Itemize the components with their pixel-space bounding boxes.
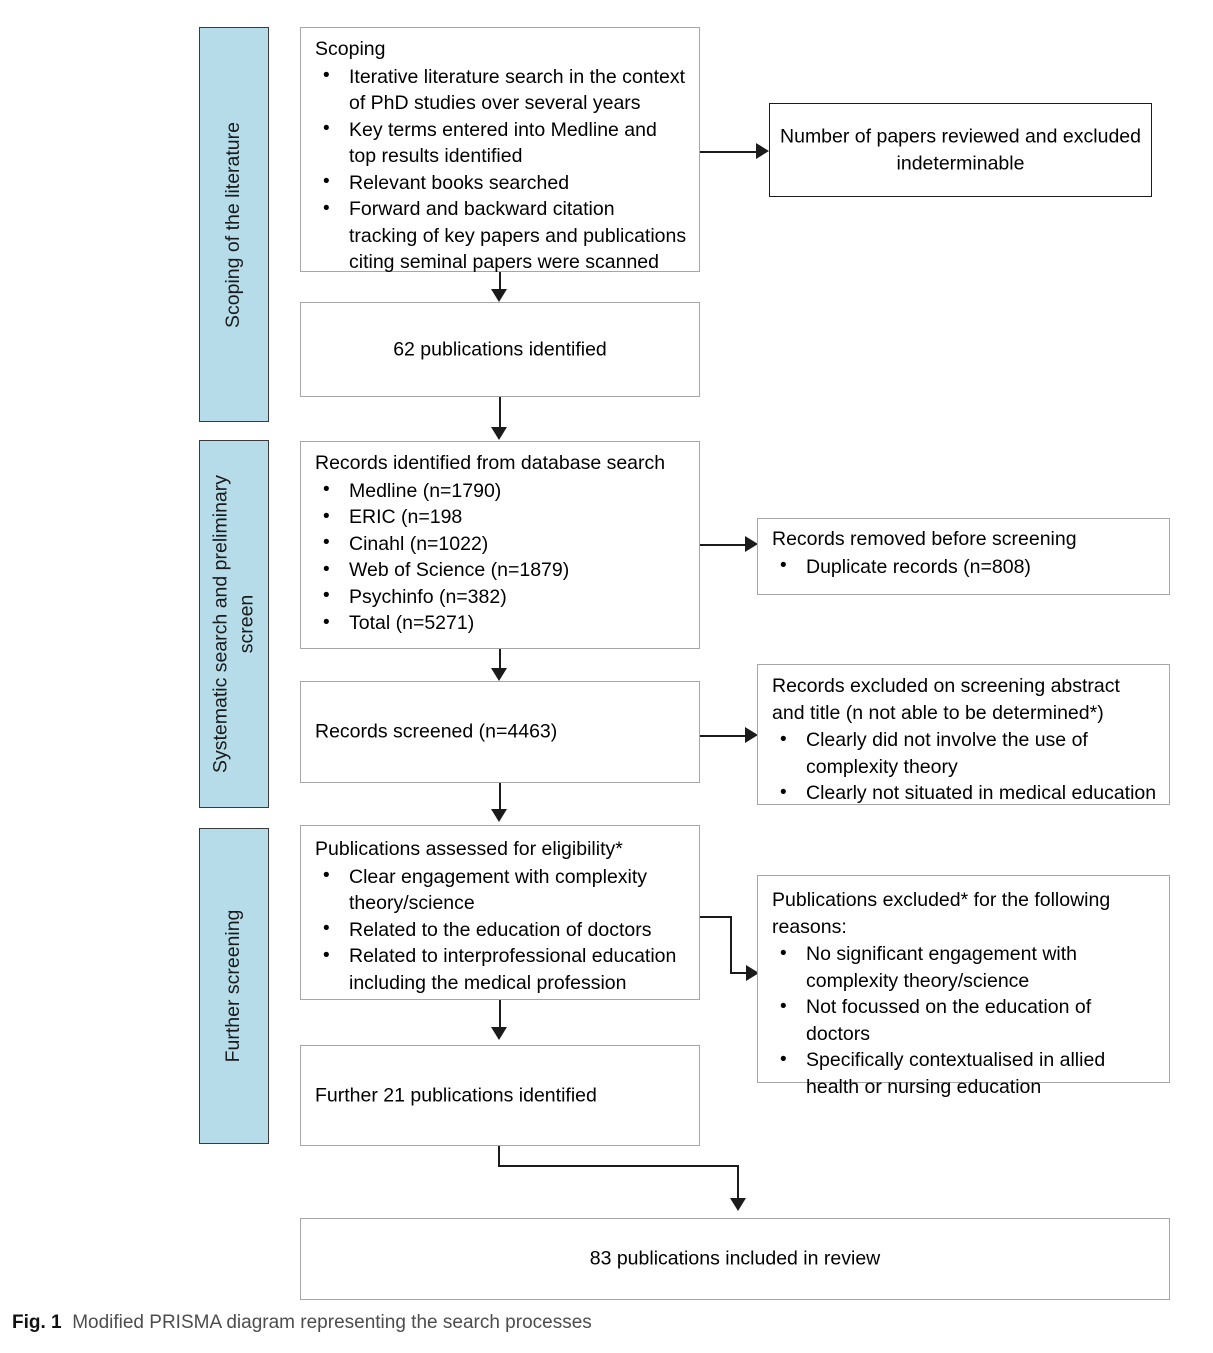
box-database-search: Records identified from database search … bbox=[300, 441, 700, 649]
list-item: Not focussed on the education of doctors bbox=[780, 994, 1157, 1047]
arrow-scoping-to-62 bbox=[491, 289, 507, 302]
list-item: Cinahl (n=1022) bbox=[323, 530, 687, 558]
box-records-removed-title: Records removed before screening bbox=[772, 528, 1077, 550]
list-item: Specifically contextualised in allied he… bbox=[780, 1047, 1157, 1100]
arrow-screened-to-excluded bbox=[745, 727, 758, 743]
figure-caption-label: Fig. 1 bbox=[12, 1312, 62, 1333]
box-publications-excluded-title: Publications excluded* for the following… bbox=[772, 889, 1111, 938]
box-62-publications-identified: 62 publications identified bbox=[300, 302, 700, 397]
box-publications-excluded-bullets: No significant engagement with complexit… bbox=[772, 941, 1157, 1100]
stage-bar-scoping: Scoping of the literature bbox=[199, 27, 269, 422]
box-scoping-title: Scoping bbox=[315, 38, 386, 60]
list-item: Related to interprofessional education i… bbox=[323, 943, 687, 996]
list-item: Clearly not situated in medical educatio… bbox=[780, 780, 1157, 807]
connector-database-to-removed bbox=[700, 544, 747, 546]
box-62-publications-text: 62 publications identified bbox=[393, 338, 607, 361]
figure-caption-text: Modified PRISMA diagram representing the… bbox=[72, 1312, 592, 1333]
connector-screened-to-eligibility bbox=[499, 783, 501, 816]
box-records-excluded-screening-bullets: Clearly did not involve the use of compl… bbox=[772, 727, 1157, 807]
stage-label-scoping: Scoping of the literature bbox=[222, 121, 245, 328]
stage-bar-further-screening: Further screening bbox=[199, 828, 269, 1144]
box-included-in-review: 83 publications included in review bbox=[300, 1218, 1170, 1300]
box-records-screened: Records screened (n=4463) bbox=[300, 681, 700, 783]
arrow-screened-to-eligibility bbox=[491, 809, 507, 822]
list-item: ERIC (n=198 bbox=[323, 504, 687, 531]
connector-database-to-screened bbox=[499, 649, 501, 676]
list-item: Forward and backward citation tracking o… bbox=[323, 196, 687, 276]
connector-screened-to-excluded bbox=[700, 735, 747, 737]
list-item: Related to the education of doctors bbox=[323, 916, 687, 944]
box-database-search-title: Records identified from database search bbox=[315, 452, 666, 474]
list-item: Duplicate records (n=808) bbox=[780, 553, 1157, 581]
connector-eligibility-to-further bbox=[499, 1000, 501, 1033]
arrow-further-to-included bbox=[730, 1198, 746, 1211]
list-item: Key terms entered into Medline and top r… bbox=[323, 116, 687, 170]
list-item: Web of Science (n=1879) bbox=[323, 557, 687, 584]
list-item: Medline (n=1790) bbox=[323, 477, 687, 505]
box-further-publications-text: Further 21 publications identified bbox=[315, 1084, 597, 1107]
list-item: Relevant books searched bbox=[323, 169, 687, 197]
arrow-62-to-database bbox=[491, 427, 507, 440]
arrow-eligibility-to-further bbox=[491, 1027, 507, 1040]
connector-further-elbow-vert-left bbox=[498, 1146, 500, 1167]
box-scoping: Scoping Iterative literature search in t… bbox=[300, 27, 700, 273]
connector-eligibility-elbow-vert bbox=[730, 916, 732, 974]
list-item: Psychinfo (n=382) bbox=[323, 583, 687, 611]
list-item: Total (n=5271) bbox=[323, 610, 687, 637]
box-records-removed: Records removed before screening Duplica… bbox=[757, 518, 1170, 595]
box-publications-excluded: Publications excluded* for the following… bbox=[757, 875, 1170, 1098]
box-papers-excluded-text: Number of papers reviewed and excluded i… bbox=[780, 125, 1141, 174]
connector-scoping-to-excluded bbox=[700, 151, 758, 153]
box-records-screened-text: Records screened (n=4463) bbox=[315, 720, 558, 743]
connector-further-elbow-horiz bbox=[498, 1165, 739, 1167]
connector-scoping-to-62 bbox=[499, 272, 501, 298]
box-papers-excluded-indeterminable: Number of papers reviewed and excluded i… bbox=[769, 103, 1152, 197]
box-included-in-review-text: 83 publications included in review bbox=[589, 1247, 881, 1270]
stage-bar-systematic-search: Systematic search and preliminary screen bbox=[199, 440, 269, 808]
arrow-database-to-removed bbox=[745, 536, 758, 552]
box-further-publications-identified: Further 21 publications identified bbox=[300, 1045, 700, 1146]
box-eligibility: Publications assessed for eligibility* C… bbox=[300, 825, 700, 1000]
box-records-excluded-screening: Records excluded on screening abstract a… bbox=[757, 664, 1170, 805]
list-item: No significant engagement with complexit… bbox=[780, 941, 1157, 994]
connector-further-elbow-vert-right bbox=[737, 1165, 739, 1203]
box-records-removed-bullets: Duplicate records (n=808) bbox=[772, 553, 1157, 581]
box-eligibility-bullets: Clear engagement with complexity theory/… bbox=[315, 863, 687, 997]
connector-eligibility-elbow-top bbox=[700, 916, 732, 918]
list-item: Clearly did not involve the use of compl… bbox=[780, 727, 1157, 780]
arrow-database-to-screened bbox=[491, 668, 507, 681]
arrow-scoping-to-excluded bbox=[756, 143, 769, 159]
connector-eligibility-elbow-bottom bbox=[730, 972, 750, 974]
figure-caption: Fig. 1 Modified PRISMA diagram represent… bbox=[12, 1312, 592, 1334]
list-item: Clear engagement with complexity theory/… bbox=[323, 863, 687, 917]
box-records-excluded-screening-title: Records excluded on screening abstract a… bbox=[772, 675, 1120, 724]
connector-62-to-database bbox=[499, 397, 501, 433]
stage-label-further-screening: Further screening bbox=[222, 909, 245, 1063]
stage-label-systematic-search: Systematic search and preliminary screen bbox=[209, 474, 257, 774]
arrow-eligibility-to-excluded bbox=[746, 965, 759, 981]
list-item: Iterative literature search in the conte… bbox=[323, 63, 687, 117]
box-eligibility-title: Publications assessed for eligibility* bbox=[315, 838, 623, 860]
box-scoping-bullets: Iterative literature search in the conte… bbox=[315, 63, 687, 276]
box-database-search-bullets: Medline (n=1790) ERIC (n=198 Cinahl (n=1… bbox=[315, 477, 687, 637]
